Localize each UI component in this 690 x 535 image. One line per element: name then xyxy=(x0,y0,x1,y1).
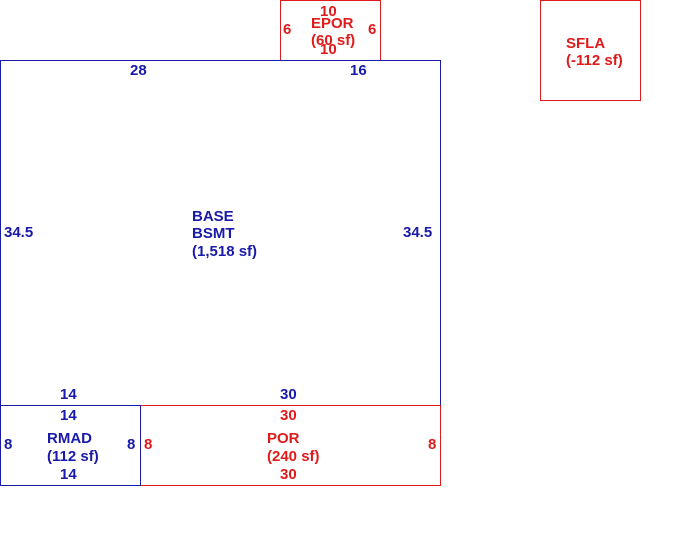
rmad-label: RMAD xyxy=(47,430,92,447)
sfla-outline xyxy=(540,0,641,101)
por-dim-left: 8 xyxy=(144,436,152,453)
rmad-dim-top: 14 xyxy=(60,407,77,424)
base-label-1: BASE xyxy=(192,208,234,225)
por-dim-top: 30 xyxy=(280,407,297,424)
epor-dim-top: 10 xyxy=(320,3,337,20)
epor-area: (60 sf) xyxy=(311,32,355,49)
por-area: (240 sf) xyxy=(267,448,320,465)
por-dim-right: 8 xyxy=(428,436,436,453)
base-dim-right: 34.5 xyxy=(403,224,432,241)
rmad-outline xyxy=(0,405,141,486)
epor-dim-bottom: 10 xyxy=(320,41,337,58)
base-area: (1,518 sf) xyxy=(192,243,257,260)
rmad-area: (112 sf) xyxy=(47,448,99,465)
base-label-2: BSMT xyxy=(192,225,235,242)
epor-dim-left: 6 xyxy=(283,21,291,38)
epor-label: EPOR xyxy=(311,15,354,32)
base-dim-top-right: 16 xyxy=(350,62,367,79)
base-dim-bottom-left: 14 xyxy=(60,386,77,403)
por-label: POR xyxy=(267,430,300,447)
epor-dim-right: 6 xyxy=(368,21,376,38)
sfla-area: (-112 sf) xyxy=(566,52,623,69)
rmad-dim-bottom: 14 xyxy=(60,466,77,483)
base-dim-top-left: 28 xyxy=(130,62,147,79)
sfla-label: SFLA xyxy=(566,35,605,52)
por-dim-bottom: 30 xyxy=(280,466,297,483)
rmad-dim-right: 8 xyxy=(127,436,135,453)
rmad-dim-left: 8 xyxy=(4,436,12,453)
base-dim-bottom-right: 30 xyxy=(280,386,297,403)
base-dim-left: 34.5 xyxy=(4,224,33,241)
